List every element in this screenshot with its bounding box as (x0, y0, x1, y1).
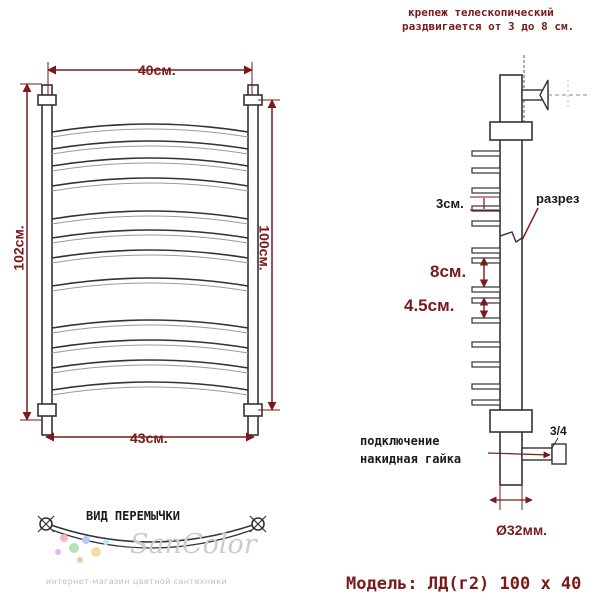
rung (51, 229, 249, 239)
rung-shadow (51, 254, 249, 264)
rung-stub (471, 317, 501, 324)
rung-stub (471, 286, 501, 293)
jumper-right-clamp (249, 515, 267, 533)
rung-stub (471, 150, 501, 157)
rung-stub (471, 220, 501, 227)
label-section: разрез (536, 191, 580, 206)
jumper-arc-inner (51, 529, 253, 549)
rung-stub (471, 297, 501, 304)
jumper-arc-outer (47, 523, 257, 543)
brand-logo-dots (55, 534, 109, 563)
rung-stub (471, 257, 501, 264)
left-bottom-cap (37, 403, 57, 417)
label-height-left: 102см. (10, 225, 27, 271)
rung-shadow (51, 215, 249, 225)
rung-stub (471, 187, 501, 194)
left-post (41, 84, 53, 436)
rung (51, 157, 249, 167)
rung (51, 123, 249, 133)
rung-stub (471, 383, 501, 390)
brand-tagline: интернет-магазин цветной сантехники (46, 577, 227, 586)
rung-stub (471, 167, 501, 174)
label-gap-small: 4.5см. (404, 296, 455, 315)
rung (51, 319, 249, 329)
rung-shadow (51, 145, 249, 155)
rung-shadow (51, 386, 249, 396)
rung (51, 277, 249, 287)
rung (51, 359, 249, 369)
jumper-left-clamp (37, 515, 55, 533)
rung-shadow (51, 282, 249, 292)
rung-stub (471, 341, 501, 348)
rung (51, 249, 249, 259)
rung (51, 210, 249, 220)
rung-shadow (51, 162, 249, 172)
front-view (20, 62, 280, 442)
label-thread: 3/4 (550, 424, 567, 438)
rung-stub (471, 361, 501, 368)
label-depth: 3см. (436, 196, 464, 211)
section-break (499, 231, 523, 244)
rung-shadow (51, 324, 249, 334)
jumper-view (37, 515, 267, 549)
rung-shadow (51, 234, 249, 244)
label-gap-large: 8см. (430, 262, 467, 281)
top-clamp (489, 121, 533, 141)
label-connection-line2: накидная гайка (360, 452, 462, 466)
rung-shadow (51, 182, 249, 192)
rung-shadow (51, 364, 249, 374)
model-label: Модель: ЛД(г2) 100 х 40 (346, 574, 582, 594)
mount-note-line1: крепеж телескопический (408, 6, 554, 19)
rung-stub (471, 205, 501, 212)
label-width-top: 40см. (138, 62, 176, 78)
label-width-bottom: 43см. (130, 430, 168, 446)
side-view (470, 55, 590, 510)
rung (51, 339, 249, 349)
side-pipe (499, 74, 523, 486)
section-pointer (521, 207, 539, 241)
rung (51, 140, 249, 150)
rung-stub (471, 247, 501, 254)
rung-shadow (51, 344, 249, 354)
connection-pointer (487, 451, 551, 459)
rung-shadow (51, 128, 249, 138)
rung-stub (471, 399, 501, 406)
rung-stubs (471, 150, 501, 406)
label-height-right: 100см. (256, 225, 273, 271)
bottom-nut (551, 443, 567, 465)
rung (51, 177, 249, 187)
mount-bracket (539, 79, 549, 111)
rungs (51, 123, 249, 396)
label-diameter: Ø32мм. (496, 522, 548, 538)
rung (51, 381, 249, 391)
brand-name: SanColor (130, 529, 257, 560)
label-connection-line1: подключение (360, 434, 440, 448)
bottom-clamp (489, 409, 533, 433)
left-top-cap (37, 94, 57, 106)
jumper-title: ВИД ПЕРЕМЫЧКИ (86, 509, 180, 523)
mount-note-line2: раздвигается от 3 до 8 см. (402, 20, 575, 33)
thread-pointer (551, 437, 559, 449)
